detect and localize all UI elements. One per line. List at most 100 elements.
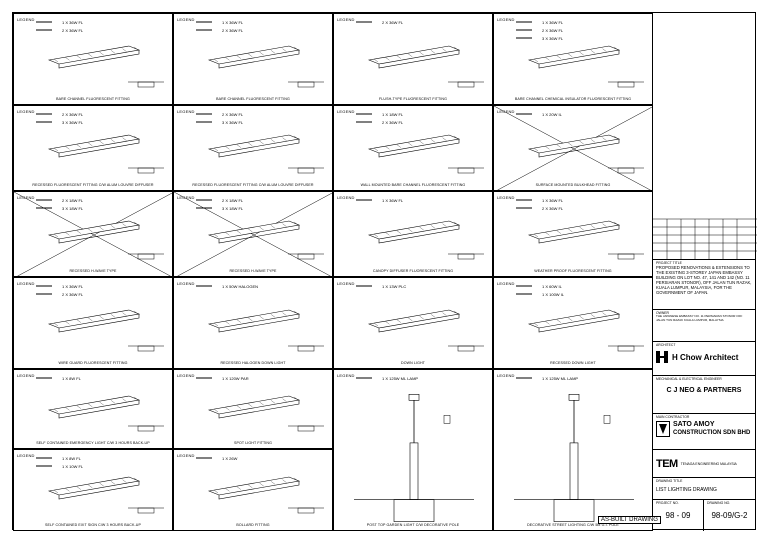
fitting-cell: LEGEND 2 X 36W FL 3 X 36W FL RECESSED FLUOR… [173, 105, 333, 191]
fitting-caption: WIRE GUARD FLUORESCENT FITTING [58, 361, 128, 365]
legend-label: LEGEND [497, 17, 515, 22]
lamp-spec: 1 X 18W FL [382, 112, 404, 117]
revision-table [653, 218, 757, 259]
lamp-spec: 2 X 36W FL [62, 292, 84, 297]
fitting-drawing [196, 457, 324, 514]
fitting-drawing [514, 377, 634, 522]
contractor-line1: SATO AMOY [673, 421, 715, 428]
project-title-label: PROJECT TITLE [656, 261, 682, 265]
fitting-caption: RECESSED FLUORESCENT FITTING C/W ALUM LO… [32, 183, 154, 187]
legend-label: LEGEND [337, 17, 355, 22]
lamp-spec: 2 X 36W FL [542, 28, 564, 33]
legend-label: LEGEND [177, 453, 195, 458]
fitting-caption: RECESSED HALOGEN DOWN LIGHT [220, 361, 286, 365]
fitting-cell: LEGEND 1 X 26W BOLLARD FITTING [173, 449, 333, 531]
fitting-drawing [196, 377, 324, 432]
consultant-label: MECHANICAL & ELECTRICAL ENGINEER [656, 377, 722, 381]
legend-label: LEGEND [17, 109, 35, 114]
lamp-spec: 1 X 8W FL [62, 376, 81, 381]
lamp-spec: 1 X 8W FL [62, 456, 81, 461]
legend-label: LEGEND [17, 195, 35, 200]
fitting-drawing [36, 21, 164, 88]
legend-label: LEGEND [177, 373, 195, 378]
fitting-caption: WALL MOUNTED BARE CHANNEL FLUORESCENT FI… [360, 183, 466, 187]
owner: THE JAPANESE EMBASSY NO. 11 PERSIARAN ST… [656, 314, 743, 322]
drawing-sheet: LEGEND 1 X 36W FL 2 X 36W FL BARE CHANNEL F… [12, 12, 653, 531]
lamp-spec: 1 X 125W ML LAMP [542, 376, 579, 381]
fitting-caption: BARE CHANNEL CHEMICAL INSULATOR FLUORESC… [514, 97, 632, 101]
fitting-drawing [516, 199, 644, 260]
fitting-caption: BARE CHANNEL FLUORESCENT FITTING [56, 97, 130, 101]
lamp-spec: 1 X 60W IL [542, 284, 562, 289]
as-built-stamp: AS-BUILT DRAWING [598, 516, 661, 524]
fitting-caption: RECESSED FLUORESCENT FITTING C/W ALUM LO… [192, 183, 314, 187]
tem-logo: TEM [656, 457, 678, 470]
fitting-caption: RECESSED DOWN LIGHT [550, 361, 596, 365]
fitting-drawing [516, 21, 644, 88]
fitting-caption: BOLLARD FITTING [236, 523, 270, 527]
legend-label: LEGEND [17, 281, 35, 286]
legend-label: LEGEND [497, 195, 515, 200]
fitting-caption: POST TOP GARDEN LIGHT C/W DECORATIVE POL… [366, 523, 460, 527]
fitting-caption: WEATHER PROOF FLUORESCENT FITTING [534, 269, 612, 273]
fitting-drawing [196, 285, 324, 352]
fitting-caption: FLUSH-TYPE FLUORESCENT FITTING [378, 97, 448, 101]
lamp-spec: 3 X 36W FL [62, 120, 84, 125]
lamp-spec: 3 X 18W FL [62, 206, 84, 211]
lamp-spec: 1 X 36W FL [382, 198, 404, 203]
fitting-drawing [174, 192, 332, 276]
lamp-spec: 1 X 36W FL [542, 20, 564, 25]
lamp-spec: 3 X 36W FL [222, 120, 244, 125]
fitting-drawing [516, 285, 644, 352]
lamp-spec: 1 X 125W ML LAMP [382, 376, 419, 381]
contractor-logo-icon [656, 421, 670, 437]
legend-label: LEGEND [337, 281, 355, 286]
drawing-no-label: DRAWING NO. [707, 501, 731, 505]
fitting-drawing [356, 285, 484, 352]
drawing-title-label: DRAWING TITLE [656, 479, 683, 483]
lamp-spec: 1 X 13W PLC [382, 284, 407, 289]
lamp-spec: 2 X 36W FL [62, 112, 84, 117]
consultant-name: C J NEO & PARTNERS [666, 387, 742, 394]
fitting-drawing [36, 377, 164, 432]
contractor-label: MAIN CONTRACTOR [656, 415, 690, 419]
fitting-drawing [494, 106, 652, 190]
fitting-caption: RECESSED H-WAVE TYPE [229, 269, 277, 273]
legend-label: LEGEND [17, 453, 35, 458]
drawing-no: 98-09/G-2 [711, 511, 748, 520]
lamp-spec: 2 X 36W FL [62, 28, 84, 33]
fitting-drawing [356, 199, 484, 260]
fitting-caption: SELF CONTAINED EXIT SIGN C/W 3 HOURS BAC… [45, 523, 141, 527]
tem-name: TENAGA ENGINEERING MALAYSIA [680, 461, 737, 466]
legend-label: LEGEND [177, 109, 195, 114]
fitting-caption: SPOT LIGHT FITTING [233, 441, 272, 445]
title-block: PROJECT TITLE PROPOSED RENOVATIONS & EXT… [652, 12, 757, 531]
fitting-drawing [36, 113, 164, 174]
fitting-cell: LEGEND 1 X 36W FL 2 X 36W FL 3 X 36W FL BARE… [493, 13, 653, 105]
architect-label: ARCHITECT [656, 343, 676, 347]
lamp-spec: 2 X 36W FL [222, 112, 244, 117]
fitting-cell: LEGEND 1 X 36W FL CANOPY DIFFUSER FLUORESC… [333, 191, 493, 277]
legend-label: LEGEND [337, 195, 355, 200]
fitting-caption: CANOPY DIFFUSER FLUORESCENT FITTING [372, 269, 454, 273]
legend-label: LEGEND [177, 195, 195, 200]
drawing-title: LIST LIGHTING DRAWING [656, 487, 717, 493]
lamp-spec: 3 X 36W FL [542, 36, 564, 41]
fitting-drawing [356, 21, 484, 88]
lamp-spec: 2 X 18W FL [62, 198, 84, 203]
lamp-spec: 1 X 20W IL [542, 112, 562, 117]
lamp-spec: 1 X 26W [222, 456, 238, 461]
architect-logo-icon [656, 351, 668, 363]
fitting-drawing [196, 21, 324, 88]
